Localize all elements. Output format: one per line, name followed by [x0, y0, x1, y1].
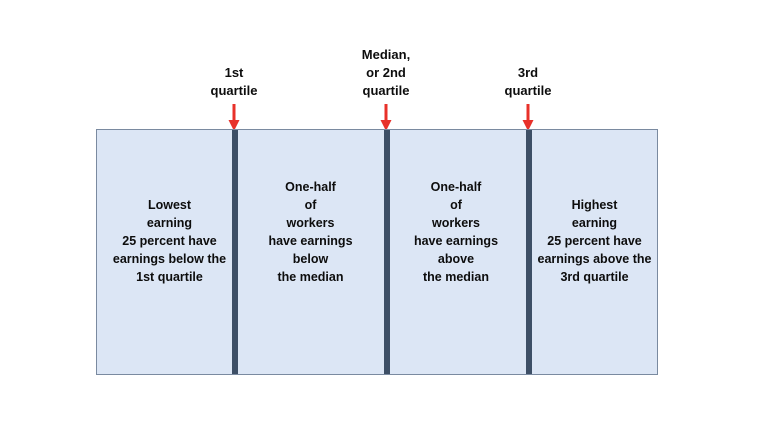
marker-label-median: Median, or 2nd quartile [361, 47, 411, 98]
panel-text-second-quarter: One-half of workers have earnings below … [268, 180, 353, 284]
down-arrow-icon [228, 104, 240, 131]
marker-3rd-quartile: 3rd quartile [458, 64, 598, 131]
panel-text-highest-quarter: Highest earning 25 percent have earnings… [537, 198, 652, 284]
marker-label-1st-quartile: 1st quartile [210, 65, 258, 98]
marker-label-3rd-quartile: 3rd quartile [504, 65, 552, 98]
down-arrow-icon [522, 104, 534, 131]
divider-median [384, 130, 390, 374]
marker-1st-quartile: 1st quartile [164, 64, 304, 131]
panel-text-lowest-quarter: Lowest earning 25 percent have earnings … [112, 198, 227, 284]
marker-median: Median, or 2nd quartile [316, 46, 456, 131]
earnings-distribution-box: Lowest earning 25 percent have earnings … [96, 129, 658, 375]
down-arrow-icon [380, 104, 392, 131]
divider-3rd-quartile [526, 130, 532, 374]
panel-text-third-quarter: One-half of workers have earnings above … [413, 180, 499, 284]
divider-1st-quartile [232, 130, 238, 374]
